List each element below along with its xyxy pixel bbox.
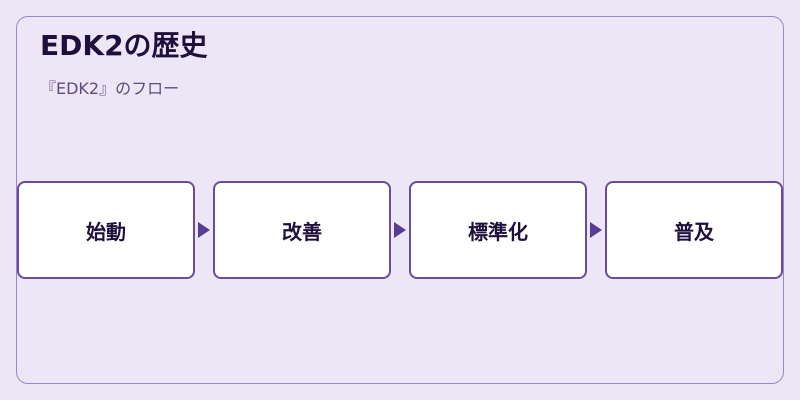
flow-step-2: 改善	[213, 181, 391, 279]
flow-step-4: 普及	[605, 181, 783, 279]
diagram-title: EDK2の歴史	[40, 29, 208, 62]
flow-arrow-1	[198, 222, 210, 238]
flow-arrow-3	[590, 222, 602, 238]
flow-arrow-2	[394, 222, 406, 238]
flow-step-3-label: 標準化	[468, 219, 528, 244]
diagram-subtitle: 『EDK2』のフロー	[40, 79, 180, 98]
flow-step-2-label: 改善	[282, 219, 322, 244]
flow-step-3: 標準化	[409, 181, 587, 279]
flow-step-1: 始動	[17, 181, 195, 279]
diagram-frame	[16, 16, 784, 384]
flow-step-1-label: 始動	[86, 219, 126, 244]
flow-step-4-label: 普及	[674, 219, 714, 244]
